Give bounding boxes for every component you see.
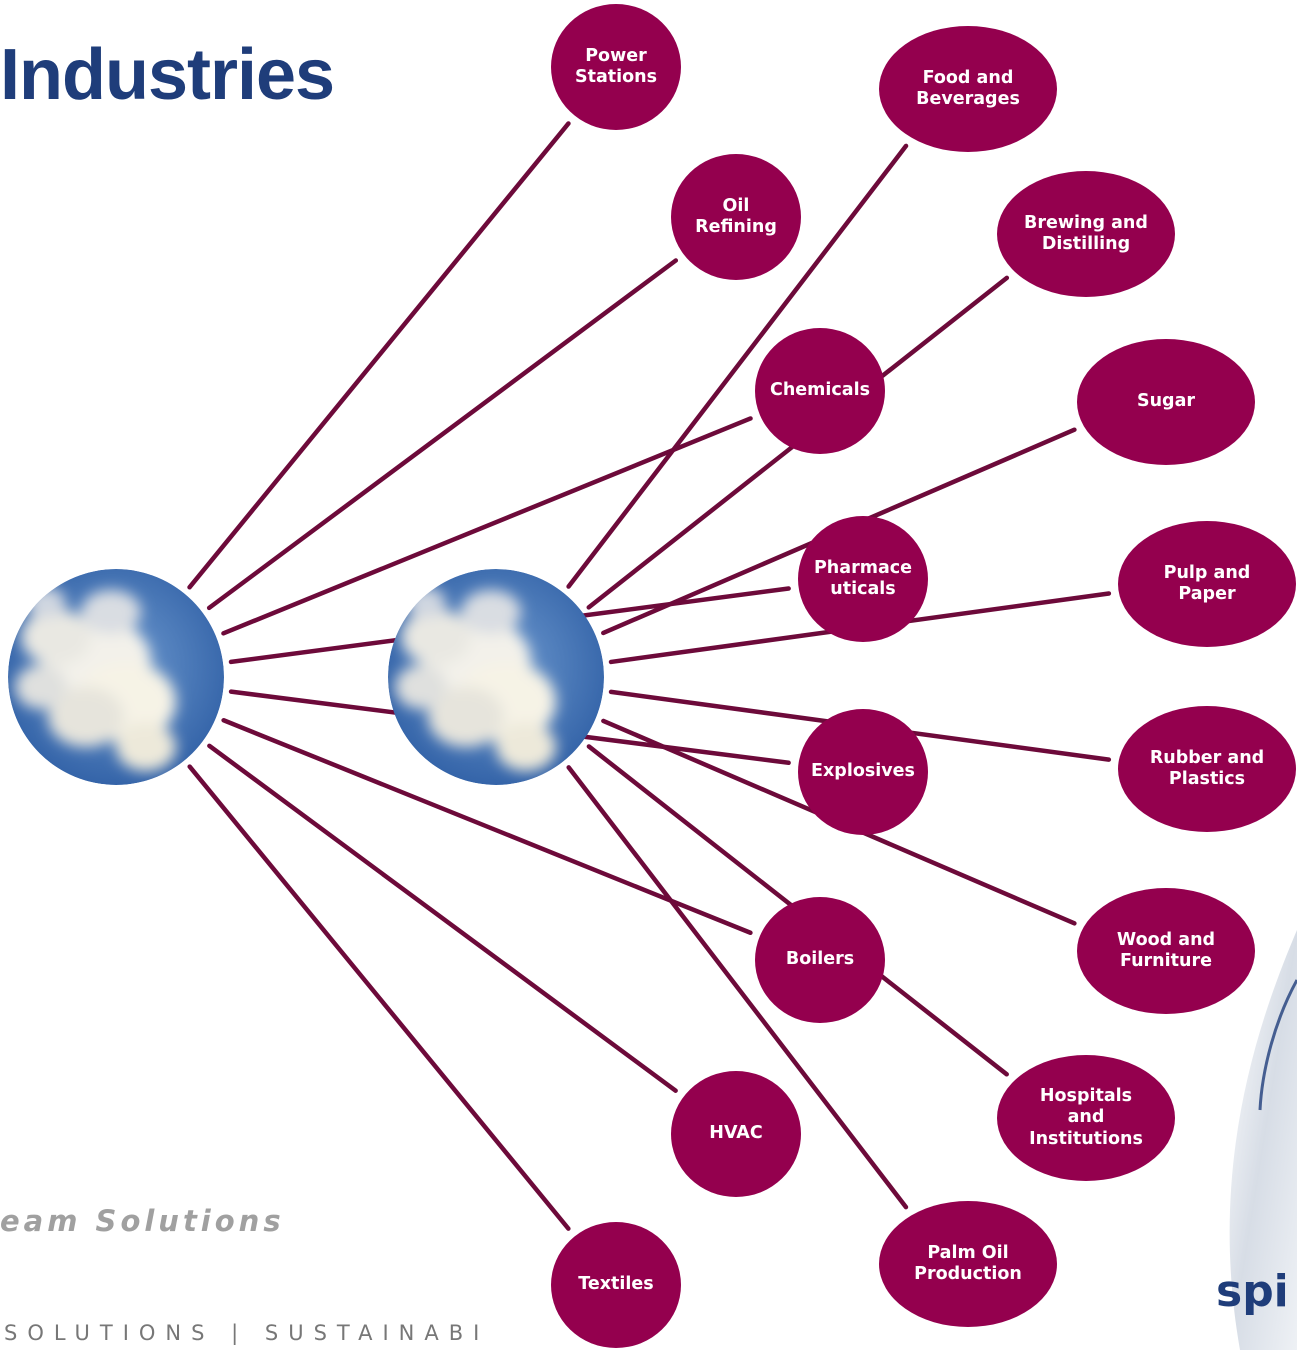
node-oil-refining xyxy=(671,154,801,280)
node-pulp-and-paper xyxy=(1118,521,1296,647)
tagline: eam Solutions xyxy=(0,1204,285,1238)
page-title: Industries xyxy=(0,35,335,115)
node-food-and-beverages xyxy=(879,26,1057,152)
node-palm-oil-production xyxy=(879,1201,1057,1327)
node-hospitals-and-institutions xyxy=(997,1055,1175,1181)
node-hvac xyxy=(671,1071,801,1197)
node-rubber-and-plastics xyxy=(1118,706,1296,832)
connector-hub-left-hvac xyxy=(207,743,678,1093)
node-boilers xyxy=(755,897,885,1023)
node-sugar xyxy=(1077,339,1255,465)
decorative-swoosh xyxy=(1229,930,1297,1350)
footer-words: SOLUTIONS | SUSTAINABI xyxy=(4,1321,490,1345)
node-explosives xyxy=(798,709,928,835)
connector-hub-left-textiles xyxy=(187,764,571,1231)
connector-hub-left-oil-refining xyxy=(206,258,679,611)
node-wood-and-furniture xyxy=(1077,888,1255,1014)
connector-hub-right-palm-oil-production xyxy=(566,765,909,1210)
connector-hub-left-power-stations xyxy=(187,121,571,590)
connector-hub-left-chemicals xyxy=(221,416,753,636)
steam-photo-right xyxy=(388,569,604,785)
connector-hub-left-boilers xyxy=(221,718,753,936)
brand-logo-text: spi xyxy=(1216,1266,1289,1317)
node-textiles xyxy=(551,1222,681,1348)
node-brewing-and-distilling xyxy=(997,171,1175,297)
node-power-stations xyxy=(551,4,681,130)
connector-hub-right-food-and-beverages xyxy=(566,143,909,589)
steam-photo-left xyxy=(8,569,224,785)
node-pharmaceuticals xyxy=(798,516,928,642)
node-chemicals xyxy=(755,328,885,454)
